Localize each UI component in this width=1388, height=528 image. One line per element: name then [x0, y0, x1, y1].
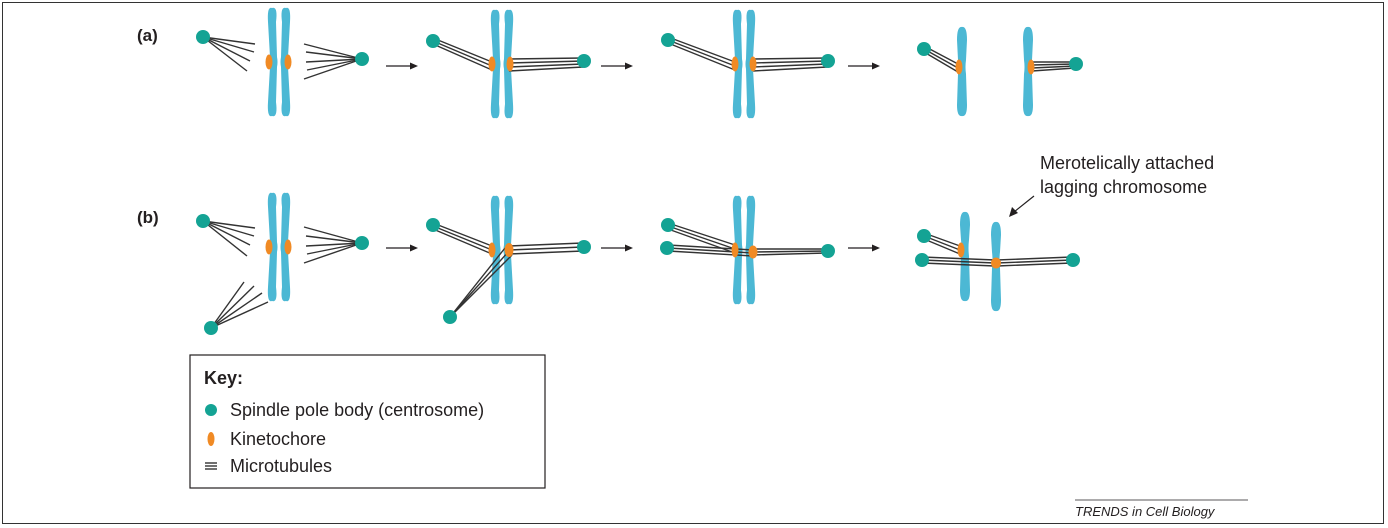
kinetochore [955, 59, 963, 75]
panel-a-stage-1 [196, 7, 369, 117]
spindle-pole [1066, 253, 1080, 267]
panel-b-stage-1 [196, 192, 369, 335]
microtubules [202, 36, 363, 80]
kinetochore-icon [207, 432, 215, 446]
microtubules [202, 220, 363, 329]
key-item-kinetochore: Kinetochore [230, 429, 326, 449]
arrow [601, 62, 633, 70]
arrow [386, 244, 418, 252]
chromatid [957, 26, 967, 117]
arrow [848, 244, 880, 252]
microtubules [667, 36, 828, 72]
kinetochore [265, 54, 273, 70]
spindle-pole [204, 321, 218, 335]
microtubules [432, 222, 584, 318]
panel-a-stage-4 [917, 26, 1083, 117]
key-item-microtubules: Microtubules [230, 456, 332, 476]
panel-a-stage-3 [661, 9, 835, 119]
spindle-pole [443, 310, 457, 324]
spindle-pole [917, 42, 931, 56]
microtubules [432, 37, 584, 72]
credit-text: TRENDS in Cell Biology [1075, 504, 1216, 519]
spindle-pole-icon [205, 404, 217, 416]
spindle-pole [1069, 57, 1083, 71]
spindle-pole [355, 236, 369, 250]
spindle-pole [196, 214, 210, 228]
kinetochore [488, 56, 496, 72]
chromatid [1023, 26, 1033, 117]
microtubules [667, 222, 828, 257]
spindle-pole [915, 253, 929, 267]
kinetochore [731, 242, 739, 258]
panel-b-stage-3 [660, 195, 835, 305]
spindle-pole [917, 229, 931, 243]
kinetochore [1027, 59, 1035, 75]
kinetochore [284, 239, 292, 255]
arrow [848, 62, 880, 70]
pointer-arrow-icon [1009, 207, 1018, 217]
spindle-pole [661, 218, 675, 232]
kinetochore [731, 56, 739, 72]
spindle-pole [355, 52, 369, 66]
kinetochore [506, 56, 514, 72]
panel-b: Merotelically attached lagging chromosom… [196, 153, 1214, 335]
panel-a [196, 7, 1083, 119]
kinetochore [284, 54, 292, 70]
panel-a-label: (a) [137, 26, 158, 45]
arrow [386, 62, 418, 70]
microtubules [923, 45, 1076, 73]
spindle-pole [661, 33, 675, 47]
spindle-pole [821, 244, 835, 258]
key-box: Key: Spindle pole body (centrosome) Kine… [189, 354, 546, 489]
panel-b-stage-4 [915, 211, 1080, 312]
key-title: Key: [204, 368, 243, 388]
kinetochore [748, 245, 758, 259]
spindle-pole [660, 241, 674, 255]
kinetochore [749, 56, 757, 72]
microtubules-icon [205, 462, 217, 470]
spindle-pole [577, 240, 591, 254]
spindle-pole [577, 54, 591, 68]
journal-credit: TRENDS in Cell Biology [1075, 499, 1248, 519]
kinetochore [504, 243, 514, 257]
kinetochore [957, 242, 965, 258]
spindle-pole [426, 218, 440, 232]
arrow [601, 244, 633, 252]
kinetochore [488, 242, 496, 258]
annotation-line-2: lagging chromosome [1040, 177, 1207, 197]
kinetochore [265, 239, 273, 255]
annotation-line-1: Merotelically attached [1040, 153, 1214, 173]
spindle-pole [196, 30, 210, 44]
spindle-pole [426, 34, 440, 48]
panel-a-stage-2 [426, 9, 591, 119]
key-item-spindle-pole: Spindle pole body (centrosome) [230, 400, 484, 420]
lagging-chromosome-annotation: Merotelically attached lagging chromosom… [1009, 153, 1214, 217]
chromatid [960, 211, 970, 302]
panel-b-stage-2 [426, 195, 591, 324]
spindle-pole [821, 54, 835, 68]
panel-b-label: (b) [137, 208, 159, 227]
kinetochore [991, 257, 1001, 269]
